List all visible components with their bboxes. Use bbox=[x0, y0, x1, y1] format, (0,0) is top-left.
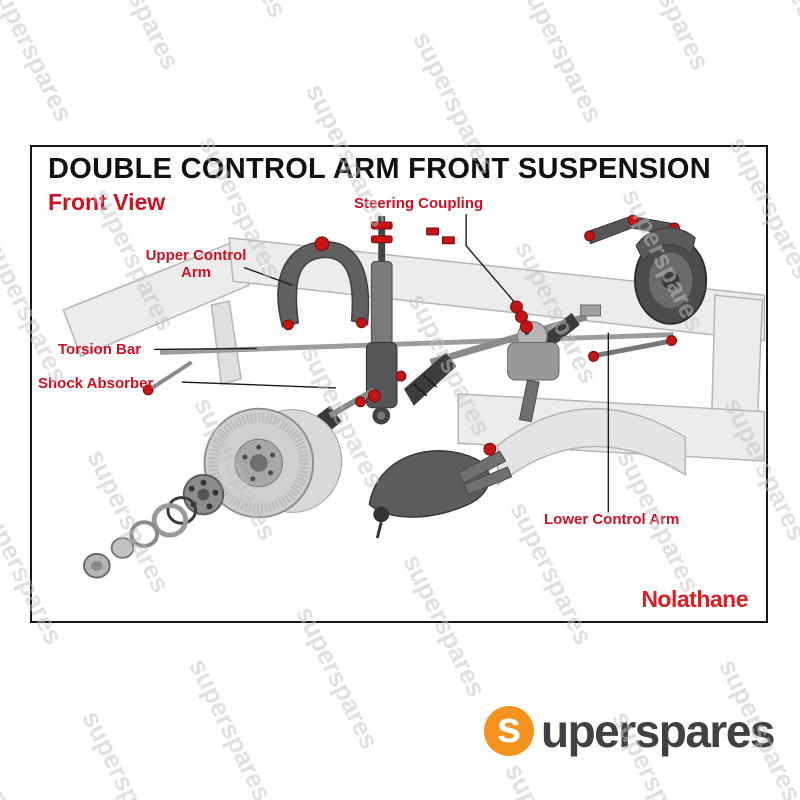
knuckle-assembly-part bbox=[584, 214, 708, 362]
chassis-frame bbox=[62, 237, 766, 487]
leader-lines bbox=[154, 214, 610, 513]
watermark-text: superspares bbox=[514, 0, 609, 127]
watermark-text: superspares bbox=[183, 653, 279, 800]
leader-line-steering-coupling bbox=[465, 214, 515, 302]
leader-line-shock-absorber bbox=[181, 381, 336, 389]
superspares-logo: s uperspares bbox=[483, 704, 776, 758]
watermark-text: superspares bbox=[498, 759, 594, 800]
superspares-logo-text: uperspares bbox=[540, 705, 776, 757]
brake-rotor-part bbox=[203, 407, 343, 519]
watermark-text: superspares bbox=[727, 0, 800, 23]
callout-steering-coupling: Steering Coupling bbox=[354, 195, 484, 212]
upper-control-arm-part bbox=[277, 236, 370, 331]
watermark-text: superspares bbox=[90, 0, 186, 75]
lower-control-arm-part bbox=[355, 389, 513, 539]
watermark-text: superspares bbox=[0, 0, 80, 127]
torsion-bar-part bbox=[142, 332, 674, 396]
watermark-text: superspares bbox=[197, 0, 293, 23]
leader-line-upper-control-arm bbox=[243, 266, 293, 286]
steering-coupling-part bbox=[510, 300, 533, 336]
callout-upper-control-arm: Upper Control Arm bbox=[145, 247, 247, 282]
watermark-text: superspares bbox=[76, 705, 172, 800]
hub-bearings-part bbox=[83, 473, 225, 579]
watermark-text: superspares bbox=[290, 601, 386, 754]
diagram-subtitle: Front View bbox=[48, 189, 166, 215]
watermark-text: superspares bbox=[0, 758, 64, 800]
superspares-logo-circle: s bbox=[483, 706, 534, 756]
diagram-panel: DOUBLE CONTROL ARM FRONT SUSPENSION Fron… bbox=[30, 145, 768, 623]
callout-shock-absorber: Shock Absorber bbox=[38, 375, 154, 392]
watermark-text: superspares bbox=[620, 0, 716, 75]
suspension-illustration bbox=[62, 214, 766, 579]
nolathane-logo: Nolathane bbox=[641, 586, 748, 612]
callout-torsion-bar: Torsion Bar bbox=[58, 341, 142, 358]
callout-lower-control-arm: Lower Control Arm bbox=[544, 511, 680, 528]
diagram-title: DOUBLE CONTROL ARM FRONT SUSPENSION bbox=[48, 153, 712, 185]
leader-line-torsion-bar bbox=[154, 347, 257, 351]
